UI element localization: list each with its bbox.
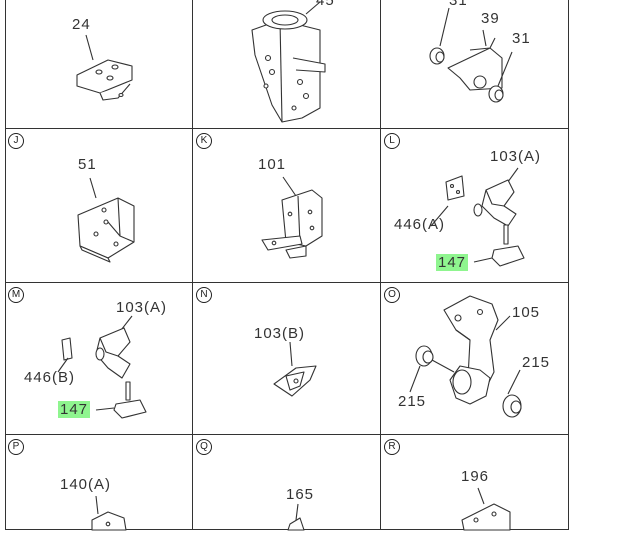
part-165-illustration bbox=[287, 503, 305, 531]
panel-letter-m: M bbox=[8, 287, 24, 303]
callout-45: 45 bbox=[316, 0, 335, 9]
callout-51: 51 bbox=[78, 156, 97, 173]
callout-31: 31 bbox=[512, 30, 531, 47]
callout-24: 24 bbox=[72, 16, 91, 33]
callout-446a: 446(A) bbox=[394, 216, 446, 233]
callout-103a: 103(A) bbox=[116, 299, 168, 316]
callout-101: 101 bbox=[258, 156, 287, 173]
panel-letter-j: J bbox=[8, 133, 24, 149]
callout-446b: 446(B) bbox=[24, 369, 76, 386]
callout-165: 165 bbox=[286, 486, 315, 503]
callout-140a: 140(A) bbox=[60, 476, 112, 493]
part-45-illustration bbox=[251, 1, 326, 123]
callout-103a: 103(A) bbox=[490, 148, 542, 165]
part-140a-illustration bbox=[91, 495, 127, 531]
part-101-illustration bbox=[261, 176, 323, 259]
panel-letter-l: L bbox=[384, 133, 400, 149]
part-24-illustration bbox=[76, 34, 133, 101]
callout-215: 215 bbox=[522, 354, 551, 371]
callout-147: 147 bbox=[58, 401, 91, 418]
panel-letter-n: N bbox=[196, 287, 212, 303]
part-105-illustration bbox=[409, 295, 522, 418]
part-196-illustration bbox=[461, 487, 511, 531]
callout-147: 147 bbox=[436, 254, 469, 271]
panel-letter-k: K bbox=[196, 133, 212, 149]
panel-letter-o: O bbox=[384, 287, 400, 303]
part-39-illustration bbox=[429, 7, 513, 103]
part-103a-m-illustration bbox=[57, 315, 147, 419]
panel-letter-p: P bbox=[8, 439, 24, 455]
callout-105: 105 bbox=[512, 304, 541, 321]
callout-103b: 103(B) bbox=[254, 325, 306, 342]
panel-letter-r: R bbox=[384, 439, 400, 455]
part-51-illustration bbox=[77, 177, 135, 263]
callout-196: 196 bbox=[461, 468, 490, 485]
callout-39: 39 bbox=[481, 10, 500, 27]
callout-215: 215 bbox=[398, 393, 427, 410]
panel-letter-q: Q bbox=[196, 439, 212, 455]
callout-31: 31 bbox=[449, 0, 468, 9]
part-103b-illustration bbox=[273, 341, 317, 397]
part-103a-l-illustration bbox=[430, 167, 525, 267]
